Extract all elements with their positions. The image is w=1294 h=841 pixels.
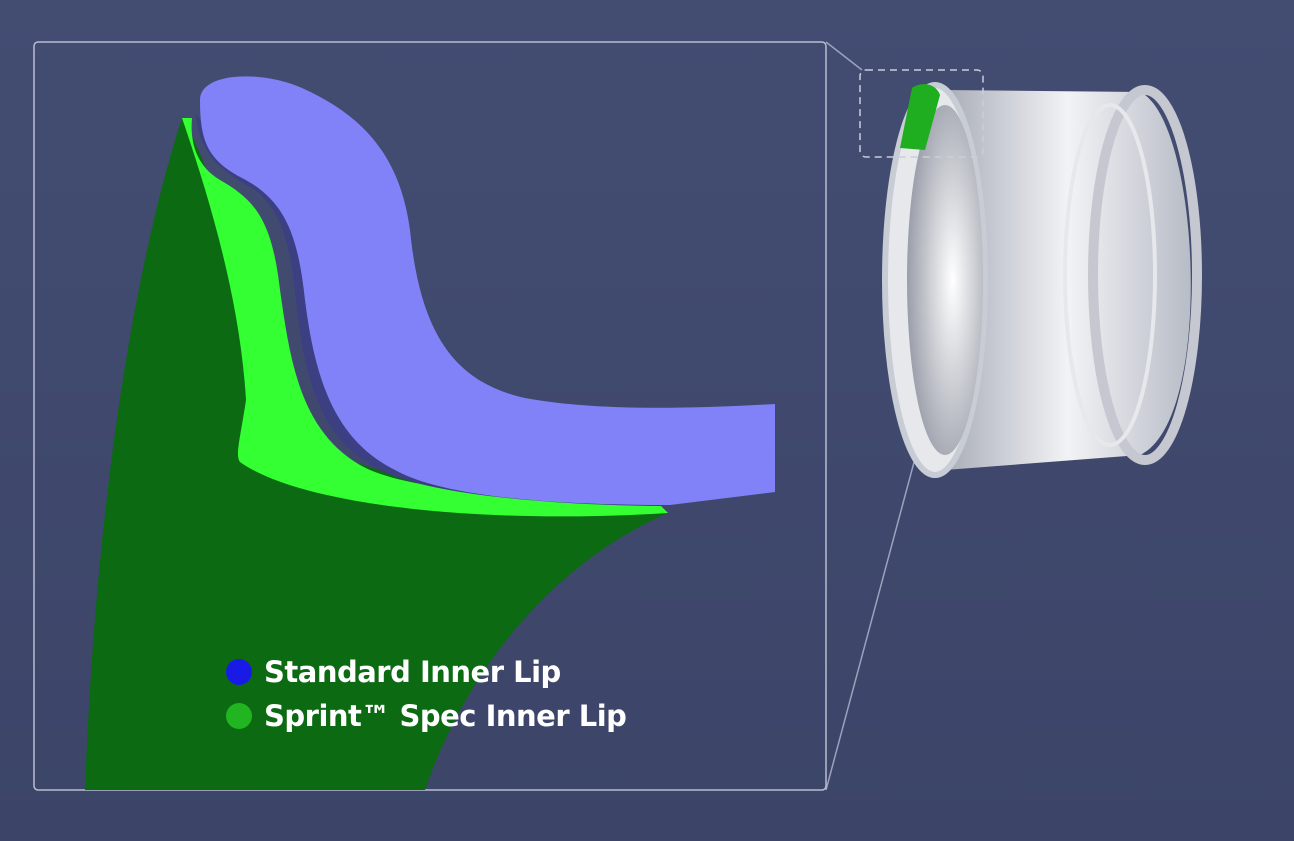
legend-item-sprint: Sprint™ Spec Inner Lip <box>226 694 627 738</box>
blue-dot-icon <box>226 659 252 685</box>
detail-region-marker <box>859 69 984 158</box>
legend-label: Standard Inner Lip <box>264 655 561 689</box>
zoom-connector-line <box>825 439 921 791</box>
sprint-lip-profile <box>182 118 668 517</box>
zoom-connector-line <box>825 41 863 71</box>
standard-lip-profile <box>200 76 775 505</box>
legend-label: Sprint™ Spec Inner Lip <box>264 699 627 733</box>
detail-frame <box>33 41 827 791</box>
wheel-rendering <box>882 82 1202 478</box>
lip-cross-section <box>85 76 775 790</box>
legend-item-standard: Standard Inner Lip <box>226 650 626 694</box>
sprint-lip-highlight <box>900 84 940 150</box>
green-dot-icon <box>226 703 252 729</box>
legend: Standard Inner Lip Sprint™ Spec Inner Li… <box>226 650 627 738</box>
